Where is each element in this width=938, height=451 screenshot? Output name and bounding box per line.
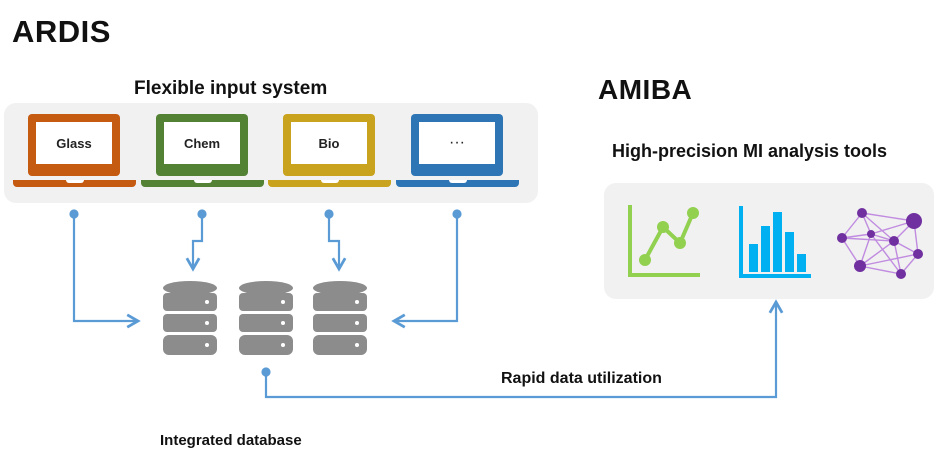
laptop-base-chem [141,180,264,187]
amiba-title: AMIBA [598,74,693,105]
laptop-notch-bio [321,180,339,183]
laptop-notch-chem [194,180,212,183]
network-graph-icon [837,208,923,279]
line-chart-icon [628,205,700,277]
laptop-label-chem: Chem [164,122,240,164]
input-system-heading: Flexible input system [134,78,328,99]
laptop-base-glass [13,180,136,187]
database-icon-2 [239,281,293,355]
laptop-base-more [396,180,519,187]
laptop-label-bio: Bio [291,122,367,164]
database-icon-1 [163,281,217,355]
laptop-bio[interactable]: Bio [283,114,375,176]
database-icon-3 [313,281,367,355]
laptop-label-more: ··· [419,122,495,164]
laptop-label-glass: Glass [36,122,112,164]
rapid-data-utilization-label: Rapid data utilization [501,370,662,387]
laptop-glass[interactable]: Glass [28,114,120,176]
connector-chem [185,214,204,272]
laptop-more[interactable]: ··· [411,114,503,176]
integrated-database-label: Integrated database [160,432,302,449]
laptop-chem[interactable]: Chem [156,114,248,176]
connector-more [391,214,459,329]
amiba-heading: High-precision MI analysis tools [612,141,888,161]
connector-glass [72,214,141,329]
laptop-base-bio [268,180,391,187]
page-title: ARDIS [12,14,111,49]
connector-bio [327,214,347,272]
laptop-notch-more [449,180,467,183]
bar-chart-icon [739,206,811,278]
connector-rapid [264,299,784,399]
laptop-notch-glass [66,180,84,183]
